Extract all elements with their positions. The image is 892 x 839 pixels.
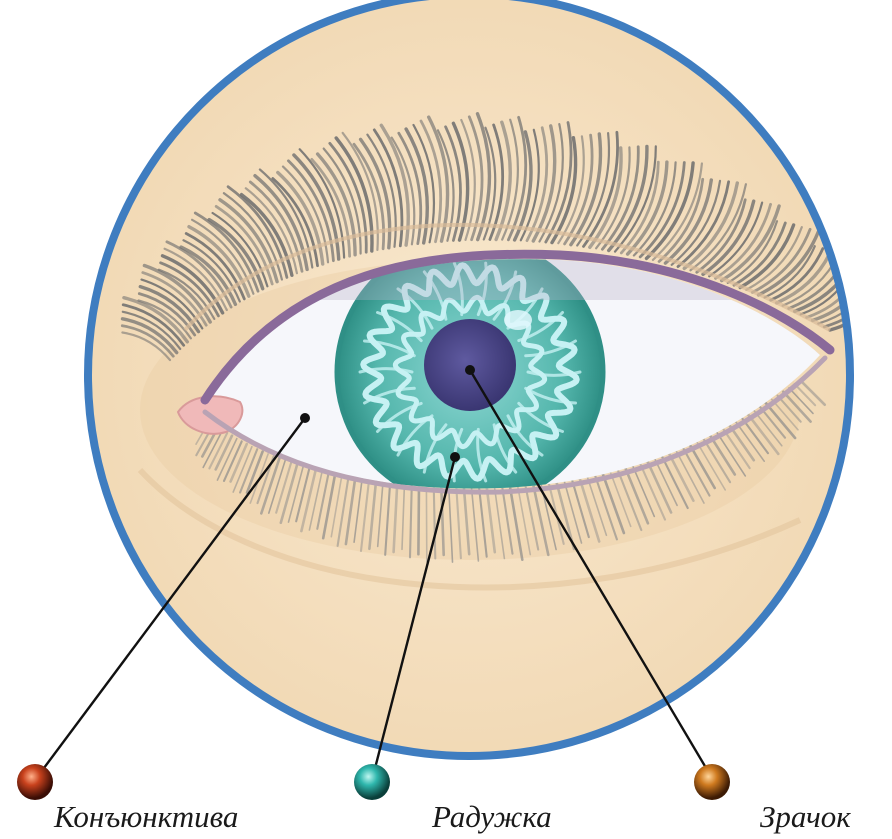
iris-label: Радужка [432, 801, 552, 832]
conjunctiva-point [300, 413, 310, 423]
iris-marker [354, 764, 390, 800]
conjunctiva-label: Конъюнктива [54, 801, 238, 832]
pupil-label: Зрачок [760, 801, 851, 832]
iris-point [450, 452, 460, 462]
pupil-marker [694, 764, 730, 800]
conjunctiva-marker [17, 764, 53, 800]
pupil-point [465, 365, 475, 375]
eyelash [418, 484, 419, 555]
